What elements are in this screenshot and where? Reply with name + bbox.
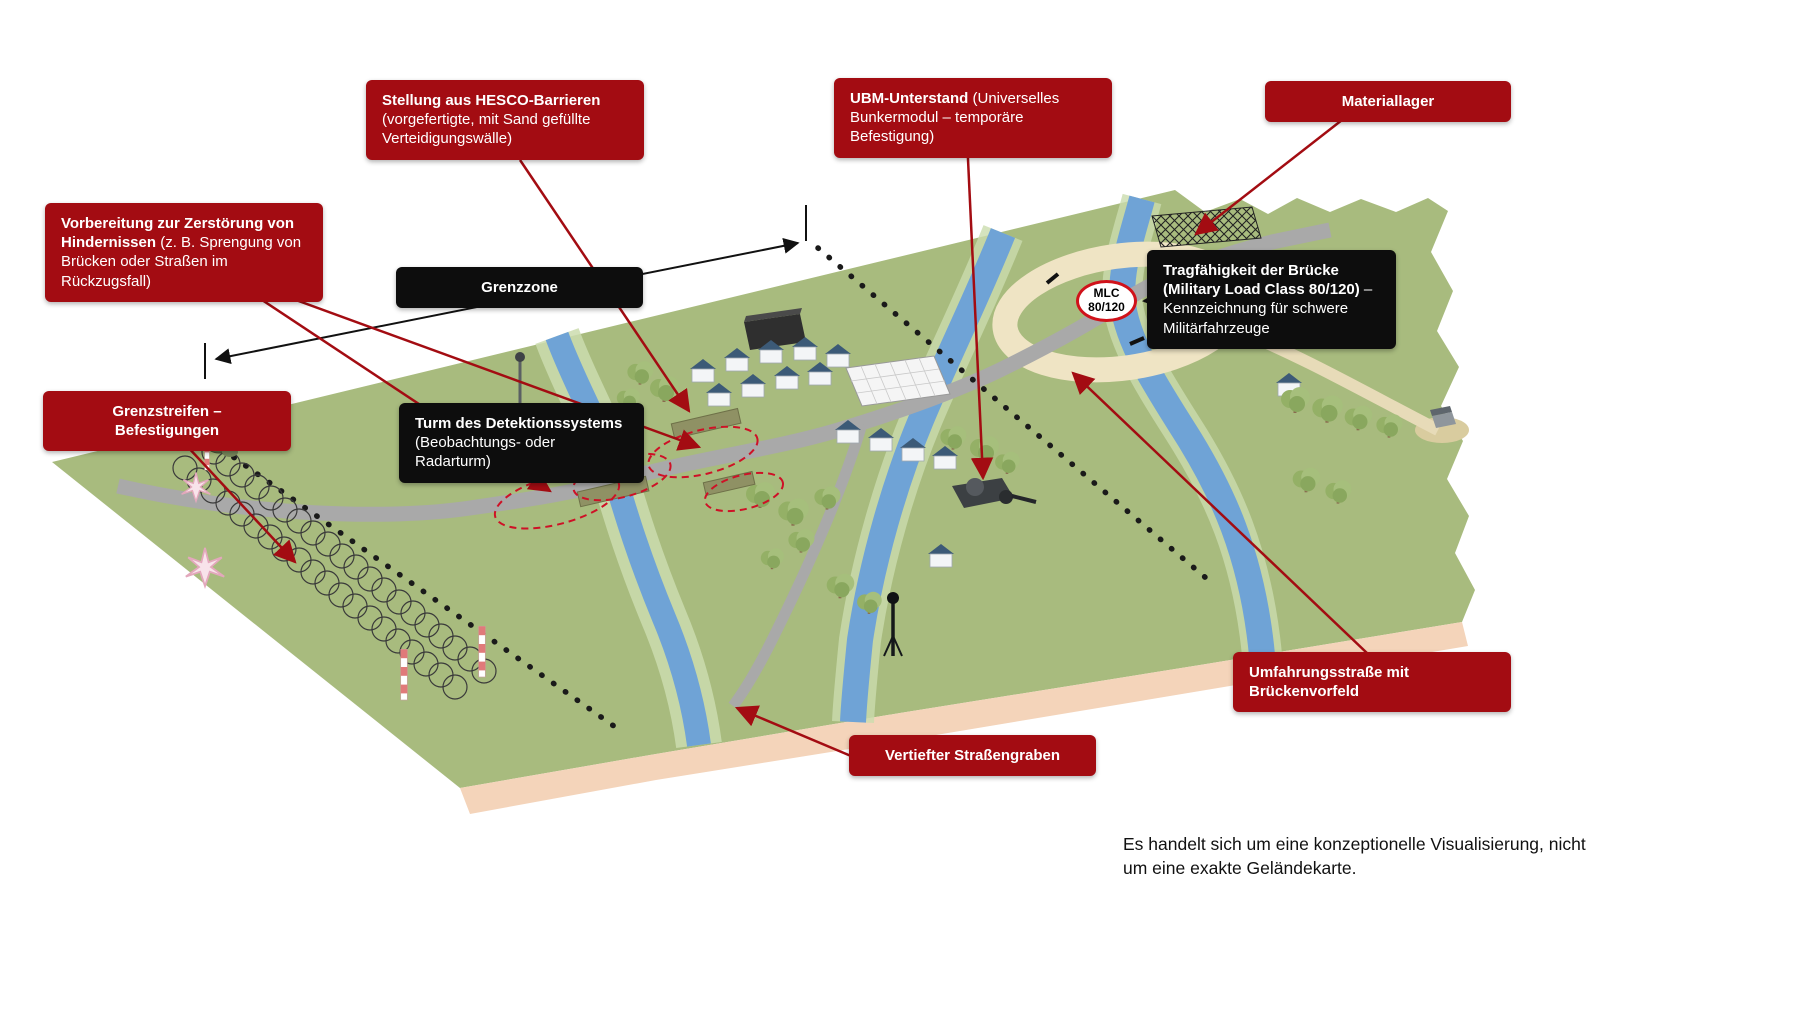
label-turm-title: Turm des Detektionssystems [415, 415, 623, 432]
arrow-umfahrung [1071, 371, 1369, 655]
front-edge-cliff [460, 622, 1468, 814]
border-dashed-lines [219, 245, 1209, 732]
label-turm-desc: (Beobachtungs- oder Radarturm) [415, 434, 556, 471]
arrow-ubm [965, 137, 994, 481]
label-tragfaehigkeit-desc: – Kennzeichnung für schwere Militärfahrz… [1163, 281, 1373, 337]
label-grenzstreifen-title: Grenzstreifen – Befestigungen [112, 403, 222, 440]
label-materiallager-title: Materiallager [1341, 93, 1435, 110]
label-hesco-desc: (vorgefertigte, mit Sand gefüllte Vertei… [382, 111, 591, 148]
label-umfahrung-title: Umfahrungsstraße mit Brückenvorfeld [1249, 664, 1410, 701]
mlc-badge-line1: MLC [1093, 286, 1120, 301]
arrow-materiallager [1194, 119, 1343, 236]
label-grenzzone-title: Grenzzone [481, 279, 558, 296]
label-vorbereitung: Vorbereitung zur Zerstörung von Hinderni… [45, 203, 323, 302]
label-grenzstreifen: Grenzstreifen – Befestigungen [43, 391, 291, 452]
ditch-road [728, 422, 868, 710]
hut [1430, 406, 1456, 428]
arrow-grenzstreifen [171, 429, 297, 564]
label-tragfaehigkeit-title: Tragfähigkeit der Brücke (Military Load … [1163, 262, 1360, 299]
label-tragfaehigkeit: Tragfähigkeit der Brücke (Military Load … [1147, 250, 1396, 349]
antenna-mast-icon [883, 592, 903, 657]
mlc-badge-line2: 80/120 [1088, 300, 1125, 314]
label-ubm-title: UBM-Unterstand [850, 90, 969, 107]
ubm-bunker [952, 478, 1037, 508]
label-strassengraben-title: Vertiefter Straßengraben [884, 747, 1061, 764]
label-hesco-title: Stellung aus HESCO-Barrieren [382, 92, 601, 109]
label-ubm-desc: (Universelles Bunkermodul – temporäre Be… [850, 90, 1060, 146]
label-strassengraben: Vertiefter Straßengraben [849, 735, 1096, 777]
label-grenzzone: Grenzzone [396, 267, 643, 309]
arrow-strassengraben [734, 705, 852, 758]
label-ubm: UBM-Unterstand (Universelles Bunkermodul… [834, 78, 1112, 158]
label-vorbereitung-title: Vorbereitung zur Zerstörung von Hinderni… [61, 215, 295, 252]
footer-disclaimer: Es handelt sich um eine konzeptionelle V… [1123, 834, 1586, 878]
label-materiallager: Materiallager [1265, 81, 1511, 123]
label-umfahrung: Umfahrungsstraße mit Brückenvorfeld [1233, 652, 1511, 713]
label-hesco: Stellung aus HESCO-Barrieren (vorgefertig… [366, 80, 644, 160]
depot-grid [845, 355, 951, 407]
mlc-badge: MLC 80/120 [1076, 280, 1137, 322]
label-turm: Turm des Detektionssystems (Beobachtungs-… [399, 403, 644, 483]
